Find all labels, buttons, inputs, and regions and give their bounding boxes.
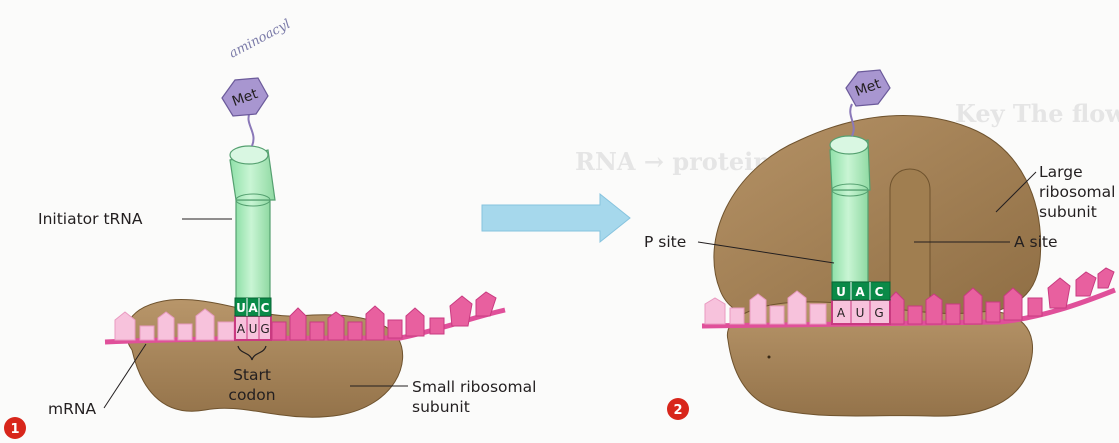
svg-text:1: 1 <box>10 422 19 437</box>
start-codon-1: A U G <box>235 316 271 340</box>
anticodon-base-1-a: A <box>248 301 258 315</box>
anticodon-base-1-c: C <box>261 301 270 315</box>
codon-base-1-u: U <box>249 322 258 336</box>
initiator-trna-1 <box>230 146 275 300</box>
handwritten-note: aminoacyl <box>227 17 293 62</box>
anticodon-base-2-u: U <box>836 285 846 299</box>
step-1-badge: 1 <box>4 417 26 439</box>
svg-text:2: 2 <box>673 403 682 418</box>
transition-arrow <box>482 194 630 242</box>
a-site-label: A site <box>1014 233 1058 251</box>
anticodon-base-2-c: C <box>875 285 884 299</box>
p-site-label: P site <box>644 233 686 251</box>
small-subunit-label-line2: subunit <box>412 398 470 416</box>
initiator-trna-label: Initiator tRNA <box>38 210 143 228</box>
start-codon-label-line1: Start <box>233 366 271 384</box>
met-hexagon-2: Met <box>846 70 890 106</box>
trna-acceptor-stem-1 <box>248 112 253 146</box>
anticodon-base-1-u: U <box>236 301 246 315</box>
large-subunit-label-line3: subunit <box>1039 203 1097 221</box>
met-hexagon-1: Met <box>222 78 268 116</box>
background-text-line1: Key The flow of genetic information in t… <box>955 99 1119 128</box>
large-subunit-label-line1: Large <box>1039 163 1083 181</box>
anticodon-base-2-a: A <box>855 285 865 299</box>
large-subunit-label-line2: ribosomal <box>1039 183 1115 201</box>
mrna-dark-bases-1 <box>272 292 496 340</box>
codon-base-2-u: U <box>856 306 865 320</box>
codon-base-1-g: G <box>260 322 269 336</box>
initiator-trna-2 <box>830 136 870 282</box>
codon-base-2-g: G <box>874 306 883 320</box>
mrna-leader-line <box>104 344 146 408</box>
start-codon-2: A U G <box>832 300 890 324</box>
small-subunit-label-line1: Small ribosomal <box>412 378 536 396</box>
step-2-badge: 2 <box>667 398 689 420</box>
step-1-panel: A U G U A C Met aminoacyl Initiat <box>4 17 536 439</box>
anticodon-1: U A C <box>235 298 271 316</box>
anticodon-2: U A C <box>832 282 890 300</box>
a-site-groove <box>890 169 930 312</box>
subunit-speck <box>768 356 771 359</box>
background-text-line2: RNA → protein <box>575 147 771 176</box>
codon-base-1-a: A <box>237 322 246 336</box>
start-codon-label-line2: codon <box>228 386 275 404</box>
mrna-label: mRNA <box>48 400 96 418</box>
codon-base-2-a: A <box>837 306 846 320</box>
